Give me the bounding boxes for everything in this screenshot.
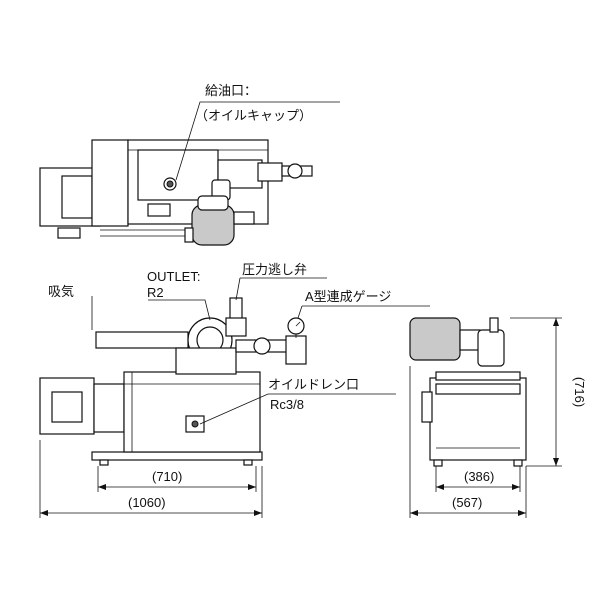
intake-pipe [95,331,189,349]
dim-716: (716) [572,377,587,407]
label-intake: 吸気 [48,284,74,299]
label-oil-inlet-1: 給油口： [205,83,257,98]
dim-386: (386) [464,469,494,484]
dim-567: (567) [452,495,482,510]
leader-drain [199,393,396,425]
front-base [91,451,263,461]
label-drain-1: オイルドレン口 [268,377,359,392]
label-outlet-2: R2 [147,285,164,300]
front-dimensions [39,440,263,518]
top-view [39,101,340,246]
front-pump-body [123,371,261,453]
side-motor [409,317,461,361]
label-drain-2: Rc3/8 [270,397,304,412]
dim-710: (710) [152,469,182,484]
label-outlet-1: OUTLET: [147,269,200,284]
top-motor-box [57,227,81,239]
side-view [409,317,527,467]
front-view [39,277,430,466]
label-relief-valve: 圧力逃し弁 [242,262,307,277]
side-dimensions [409,317,562,518]
leader-outlet [148,299,211,321]
label-compound-gauge: A型連成ゲージ [305,289,391,304]
dim-1060: (1060) [128,495,166,510]
leader-oil-inlet [175,101,340,181]
label-oil-inlet-2: （オイルキャップ） [195,108,312,123]
top-separator [191,204,235,246]
